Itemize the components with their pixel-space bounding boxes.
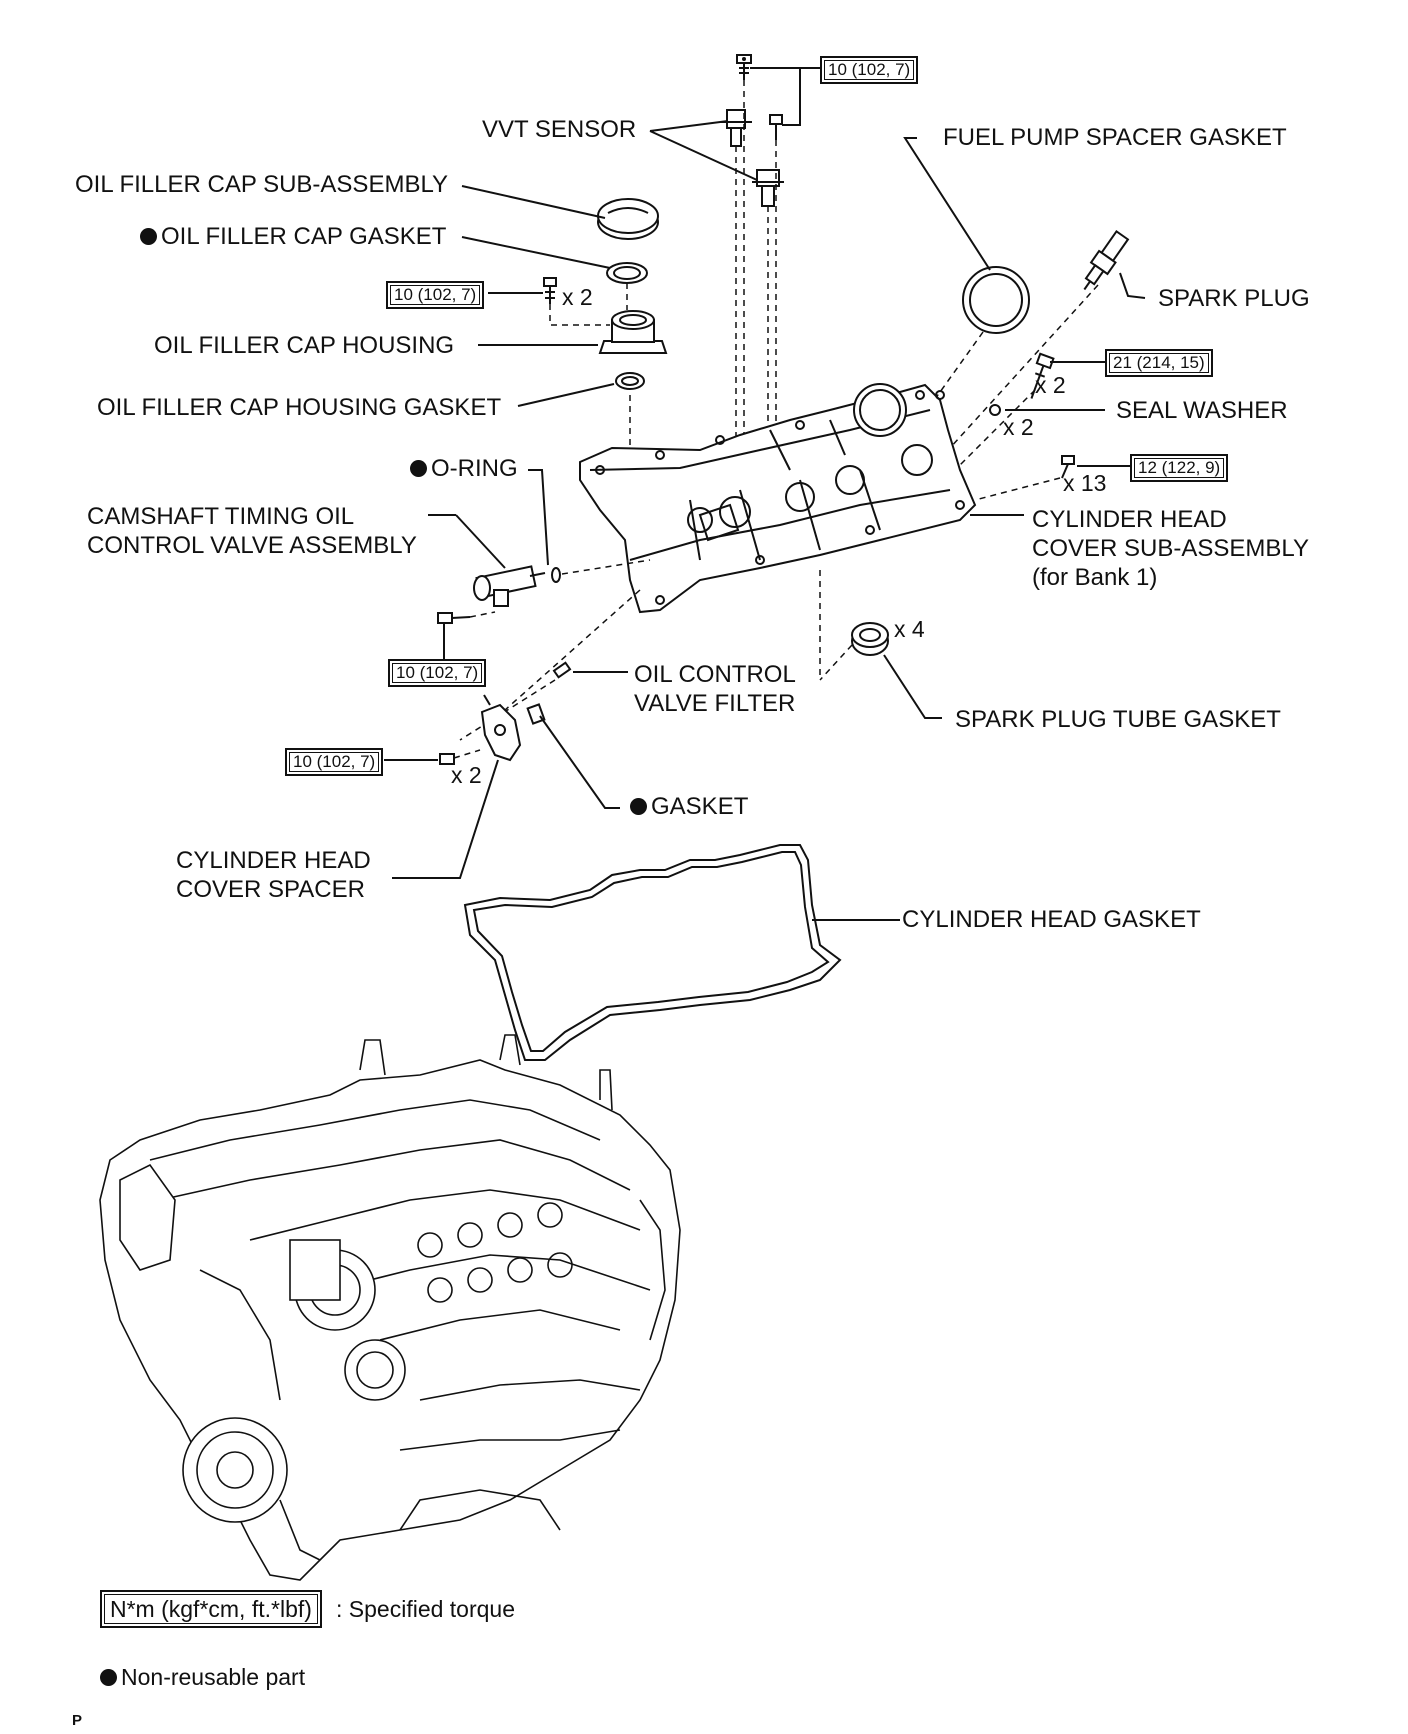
cylinder-head-gasket-label: CYLINDER HEAD GASKET bbox=[902, 906, 1201, 933]
gasket-label: GASKET bbox=[630, 793, 748, 821]
camshaft-timing-ocv-label-line1: CAMSHAFT TIMING OIL bbox=[87, 503, 355, 530]
vvt-sensor-label: VVT SENSOR bbox=[482, 116, 637, 143]
oil-filler-cap-gasket-label: OIL FILLER CAP GASKET bbox=[140, 223, 446, 251]
cover-stud-bolt bbox=[1030, 352, 1055, 399]
fuel-pump-spacer-gasket-label: FUEL PUMP SPACER GASKET bbox=[943, 124, 1287, 151]
cylinder-head-cover-label-line2: COVER SUB-ASSEMBLY bbox=[1032, 535, 1309, 562]
torque-cover-stud-bolts: 21 (214, 15) bbox=[1105, 349, 1213, 377]
torque-spacer-bolts: 10 (102, 7) bbox=[285, 748, 384, 776]
oil-control-valve-filter-label-line1: OIL CONTROL bbox=[634, 661, 796, 688]
engine-block-drawing bbox=[99, 1034, 681, 1581]
camshaft-timing-ocv-label-line2: CONTROL VALVE ASSEMBLY bbox=[87, 532, 417, 559]
non-reusable-dot-icon bbox=[140, 228, 157, 245]
legend-torque-box: N*m (kgf*cm, ft.*lbf) bbox=[100, 1590, 322, 1628]
cylinder-head-cover-spacer-label-line1: CYLINDER HEAD bbox=[176, 847, 371, 874]
torque-ocv-bolt: 10 (102, 7) bbox=[388, 659, 487, 687]
qty-cover-stud-bolts: x 2 bbox=[1035, 372, 1066, 398]
oil-filler-cap-housing-gasket-label: OIL FILLER CAP HOUSING GASKET bbox=[97, 394, 502, 421]
torque-filler-housing-bolts: 10 (102, 7) bbox=[386, 281, 485, 309]
legend-non-reusable: Non-reusable part bbox=[100, 1660, 305, 1694]
qty-spark-plug-tube-gasket: x 4 bbox=[894, 616, 925, 642]
qty-seal-washer: x 2 bbox=[1003, 414, 1034, 440]
spark-plug-tube-gasket-label: SPARK PLUG TUBE GASKET bbox=[955, 706, 1281, 733]
non-reusable-dot-icon bbox=[630, 798, 647, 815]
qty-cover-bolts: x 13 bbox=[1063, 470, 1107, 496]
seal-washer-label: SEAL WASHER bbox=[1116, 397, 1288, 424]
cylinder-head-cover-label-line1: CYLINDER HEAD bbox=[1032, 506, 1227, 533]
oil-control-valve-filter-label-line2: VALVE FILTER bbox=[634, 690, 796, 717]
qty-filler-housing-bolts: x 2 bbox=[562, 284, 593, 310]
cylinder-head-cover-spacer bbox=[480, 694, 546, 762]
page-mark: P bbox=[72, 1712, 83, 1729]
legend-torque-text: : Specified torque bbox=[336, 1596, 516, 1622]
ocv-assembly bbox=[473, 565, 546, 607]
qty-spacer-bolts: x 2 bbox=[451, 762, 482, 788]
oil-filler-cap-sub-assembly-label: OIL FILLER CAP SUB-ASSEMBLY bbox=[75, 171, 449, 198]
cylinder-head-gasket bbox=[463, 844, 842, 1061]
non-reusable-dot-icon bbox=[100, 1669, 117, 1686]
o-ring-label: O-RING bbox=[410, 455, 518, 483]
spark-plug bbox=[1083, 230, 1130, 291]
cylinder-head-cover-label-line3: (for Bank 1) bbox=[1032, 564, 1158, 591]
torque-cover-bolts: 12 (122, 9) bbox=[1130, 454, 1229, 482]
spark-plug-label: SPARK PLUG bbox=[1158, 285, 1310, 312]
oil-filler-cap-housing bbox=[598, 310, 668, 354]
spark-plug-tube-gasket bbox=[851, 622, 889, 656]
oil-filler-cap-housing-label: OIL FILLER CAP HOUSING bbox=[154, 332, 455, 359]
non-reusable-dot-icon bbox=[410, 460, 427, 477]
torque-vvt-bolts: 10 (102, 7) bbox=[820, 56, 919, 84]
vvt-sensor-parts bbox=[720, 54, 820, 207]
cylinder-head-cover bbox=[579, 383, 977, 614]
cylinder-head-cover-spacer-label-line2: COVER SPACER bbox=[176, 876, 365, 903]
oil-filler-cap bbox=[597, 198, 659, 240]
